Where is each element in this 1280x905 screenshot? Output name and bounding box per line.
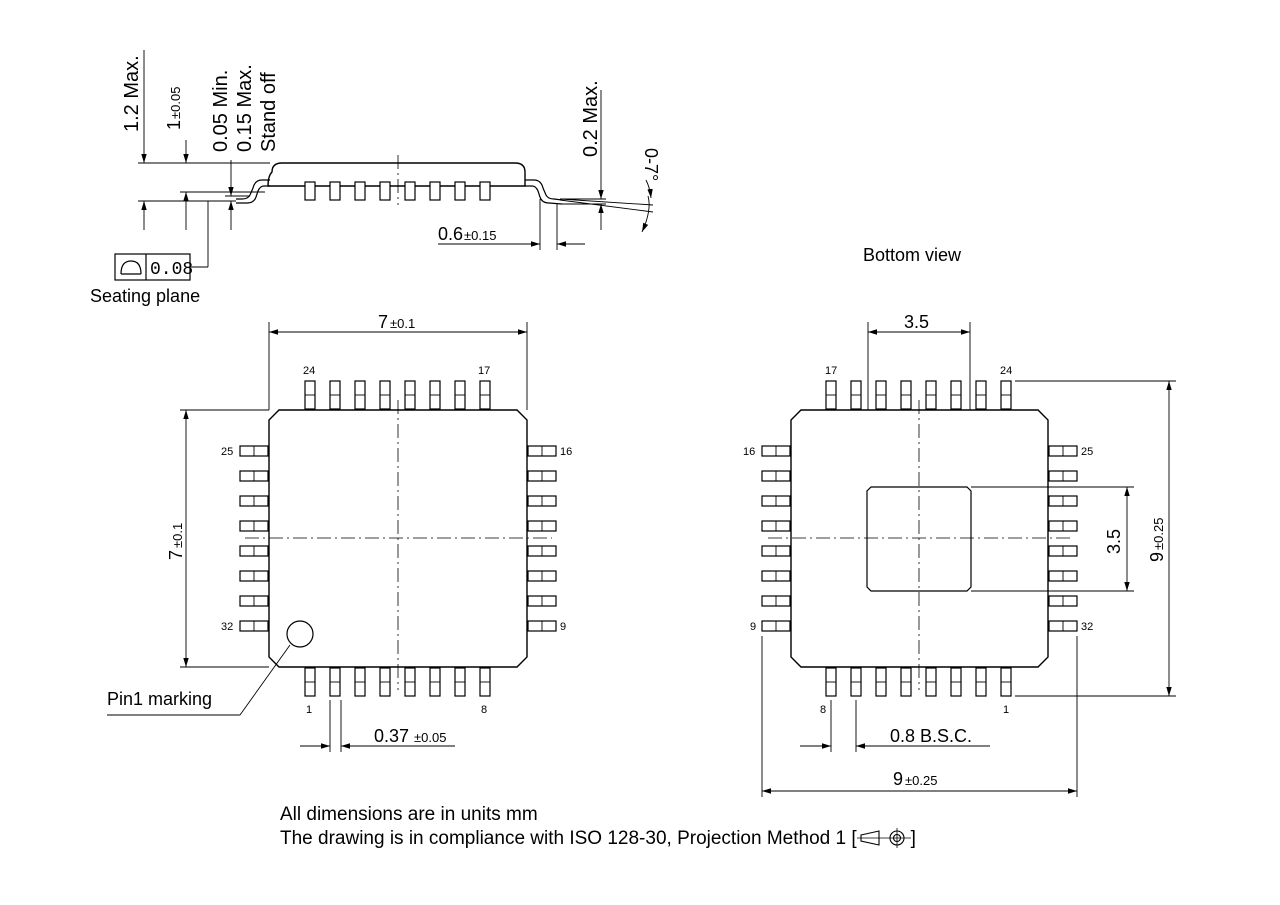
- bottom-pad-width-label: 3.5: [904, 312, 929, 332]
- bottom-pin-label-24: 24: [1000, 365, 1012, 377]
- bottom-view-pads-bottom: [825, 667, 1012, 697]
- seating-plane-label: Seating plane: [90, 286, 200, 306]
- top-pin-label-16: 16: [560, 446, 572, 458]
- flatness-value: 0.08: [150, 260, 193, 280]
- bottom-pin-label-1: 1: [1003, 704, 1009, 716]
- exposed-thermal-pad: [866, 486, 972, 592]
- pin-width-label: 0.37: [374, 726, 409, 746]
- side-view-body: [267, 162, 526, 187]
- top-view-pads-left: [239, 445, 269, 632]
- compliance-note: The drawing is in compliance with ISO 12…: [280, 828, 916, 850]
- top-height-label: 7: [166, 550, 186, 560]
- flatness-frame: 0.08: [114, 253, 193, 281]
- bottom-view-title: Bottom view: [863, 245, 962, 265]
- bottom-pin-label-25: 25: [1081, 446, 1093, 458]
- bottom-view-body: [790, 409, 1049, 668]
- top-pin-label-25: 25: [221, 446, 233, 458]
- units-note: All dimensions are in units mm: [280, 804, 538, 825]
- bottom-overall-height-tol: ±0.25: [1151, 518, 1166, 550]
- compliance-note-end: ]: [910, 828, 916, 849]
- bottom-pin-label-32: 32: [1081, 621, 1093, 633]
- top-view: 7 ±0.1 7 ±0.1: [107, 312, 572, 752]
- label-body-thickness-tol: ±0.05: [168, 87, 183, 119]
- label-standoff-min: 0.05 Min.: [210, 70, 232, 152]
- side-view: 1.2 Max. 1 ±0.05 0.05 Min. 0.15 Max. Sta…: [90, 50, 661, 306]
- top-pin-label-9: 9: [560, 621, 566, 633]
- flatness-symbol-icon: [120, 260, 142, 275]
- top-view-pads-top: [304, 380, 491, 410]
- side-view-lead-right: [525, 179, 563, 205]
- side-view-lead-left: [236, 179, 270, 204]
- top-view-pads-right: [527, 445, 557, 632]
- top-pin-label-32: 32: [221, 621, 233, 633]
- label-foot-length: 0.6: [438, 224, 463, 244]
- bottom-pin-label-9: 9: [750, 621, 756, 633]
- top-pin-label-17: 17: [478, 365, 490, 377]
- pin-width-tol: ±0.05: [414, 730, 446, 745]
- top-width-tol: ±0.1: [390, 316, 415, 331]
- bottom-overall-height-label: 9: [1147, 552, 1167, 562]
- bottom-view-pads-right: [1048, 445, 1078, 632]
- top-view-pads-bottom: [304, 667, 491, 697]
- label-foot-length-tol: ±0.15: [464, 228, 496, 243]
- bottom-overall-width-label: 9: [893, 769, 903, 789]
- side-view-lead-stubs: [304, 181, 491, 201]
- label-max-height: 1.2 Max.: [121, 55, 143, 132]
- bottom-overall-width-tol: ±0.25: [905, 773, 937, 788]
- pitch-label: 0.8 B.S.C.: [890, 726, 972, 746]
- bottom-pin-label-8: 8: [820, 704, 826, 716]
- bottom-pin-label-17: 17: [825, 365, 837, 377]
- bottom-pin-label-16: 16: [743, 446, 755, 458]
- pin1-marker-circle: [286, 620, 314, 648]
- bottom-view-pads-left: [761, 445, 791, 632]
- top-width-label: 7: [378, 312, 388, 332]
- bottom-view-pads-top: [825, 380, 1012, 410]
- bottom-view: Bottom view 3.5: [743, 245, 1176, 797]
- label-standoff-max: 0.15 Max.: [234, 64, 256, 152]
- bottom-pad-height-label: 3.5: [1104, 529, 1124, 554]
- projection-method-icon: [856, 828, 911, 848]
- label-lead-thickness: 0.2 Max.: [580, 80, 602, 157]
- top-pin-label-24: 24: [303, 365, 315, 377]
- pin1-marking-label: Pin1 marking: [107, 689, 212, 709]
- top-pin-label-1: 1: [306, 704, 312, 716]
- top-height-tol: ±0.1: [170, 523, 185, 548]
- label-standoff: Stand off: [258, 72, 280, 152]
- label-body-thickness: 1: [164, 120, 184, 130]
- top-pin-label-8: 8: [481, 704, 487, 716]
- compliance-note-text: The drawing is in compliance with ISO 12…: [280, 828, 857, 849]
- label-lead-angle: 0-7°: [641, 148, 661, 181]
